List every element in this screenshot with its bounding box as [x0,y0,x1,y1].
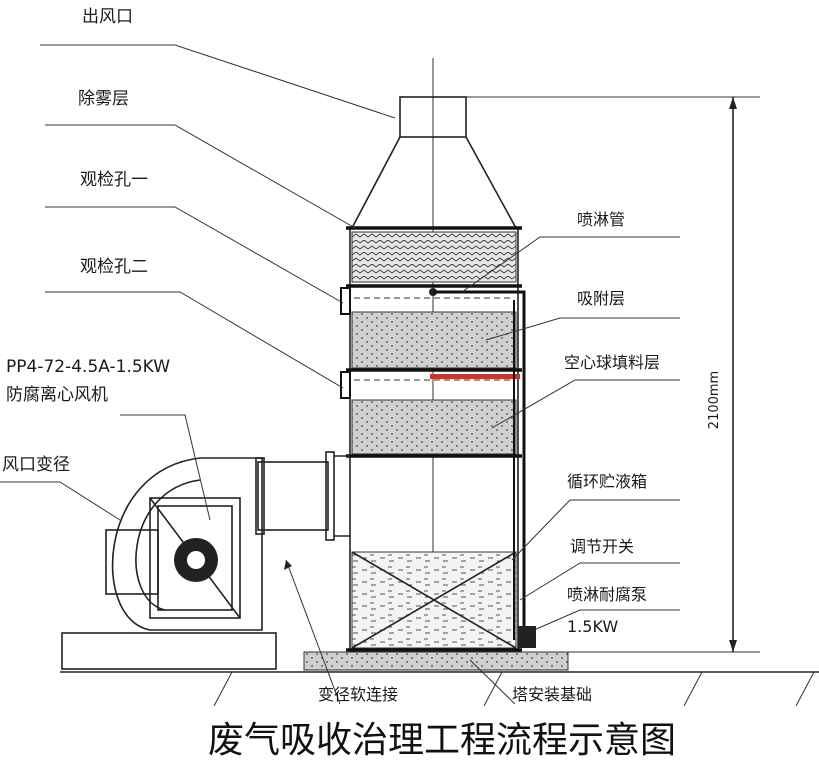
label-regulating-switch: 调节开关 [570,537,634,556]
label-reducer-soft-joint: 变径软连接 [318,685,398,704]
demister-layer [351,231,517,283]
spray-pipe-highlight [430,374,520,379]
air-inlet-reducer [257,461,329,531]
labels: 出风口 除雾层 观检孔一 观检孔二 PP4-72-4.5A-1.5KW 防腐离心… [2,7,660,704]
label-outlet: 出风口 [82,7,133,27]
label-pump: 喷淋耐腐泵 [567,585,647,604]
label-demister: 除雾层 [78,89,129,109]
tower-cone [350,136,518,229]
absorption-tower [340,58,536,652]
leader-lines [0,44,680,705]
label-fan-model: PP4-72-4.5A-1.5KW [6,357,170,377]
label-inspection-hole-1: 观检孔一 [80,170,148,190]
label-hollow-ball-packing: 空心球填料层 [564,353,660,372]
absorption-packing [351,311,517,369]
diagram-caption: 废气吸收治理工程流程示意图 [208,720,676,761]
spray-pump [518,626,536,648]
label-circulation-tank: 循环贮液箱 [567,472,647,491]
hollow-ball-packing-layer [351,399,517,455]
inspection-hatch-2 [340,371,351,399]
outlet-stack [399,96,467,138]
label-absorption-layer: 吸附层 [577,289,625,308]
label-fan-name: 防腐离心风机 [6,385,108,405]
label-pump-power: 1.5KW [567,617,618,636]
label-installation-foundation: 塔安装基础 [512,685,592,704]
fan-base [61,632,277,670]
centrifugal-fan [61,451,350,670]
label-inspection-hole-2: 观检孔二 [80,257,148,277]
label-spray-pipe: 喷淋管 [577,210,625,229]
spray-riser-pipe [433,290,526,640]
height-dimension-text: 2100mm [707,371,722,429]
inspection-hatch-1 [340,287,351,315]
foundation [60,651,819,707]
height-dimension: 2100mm [466,96,760,653]
label-air-inlet-reducer: 风口变径 [2,455,70,475]
